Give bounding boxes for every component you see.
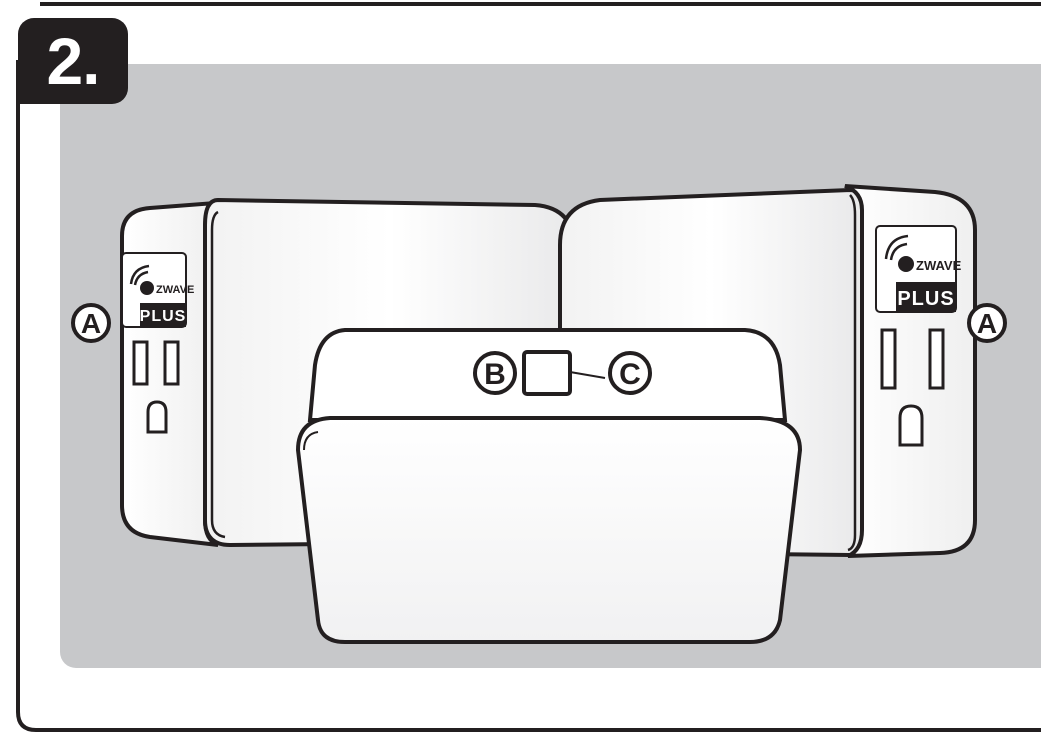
right-outlet-slot: [880, 328, 897, 390]
center-device-front: [295, 416, 803, 644]
right-logo-tier: PLUS: [897, 288, 954, 310]
callout-c: [608, 351, 652, 395]
left-logo-brand: ZWAVE: [156, 284, 194, 296]
left-outlet-slot: [163, 340, 180, 386]
step-badge: [18, 18, 128, 104]
callout-a-left: [71, 303, 111, 343]
callout-a-right-label: A: [977, 308, 997, 339]
center-plug-device: [295, 328, 803, 644]
callout-b: [473, 351, 517, 395]
frame-border: [16, 2, 1041, 732]
left-outlet-slot: [132, 340, 149, 386]
callout-b-label: B: [484, 358, 506, 391]
callout-a-left-label: A: [81, 308, 101, 339]
right-zwave-logo: [875, 225, 957, 313]
pair-button: [522, 350, 572, 396]
left-zwave-logo: [121, 252, 187, 328]
right-ground-hole: [898, 404, 924, 447]
callout-a-right: [967, 303, 1007, 343]
led-indicator-line: [569, 371, 606, 379]
left-logo-tier: PLUS: [140, 308, 187, 325]
step-number: 2.: [46, 24, 100, 98]
left-ground-hole: [146, 400, 168, 434]
right-logo-brand: ZWAVE: [916, 258, 962, 273]
callout-c-label: C: [619, 358, 641, 391]
right-outlet-slot: [928, 328, 945, 390]
